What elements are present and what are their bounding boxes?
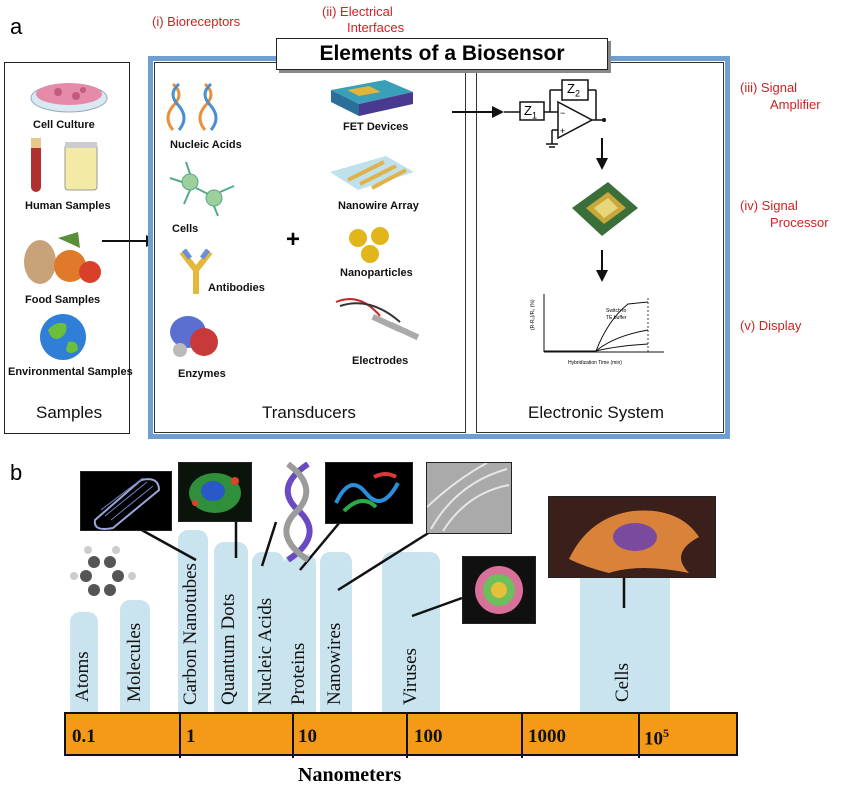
bar-molecules — [120, 600, 150, 712]
bar-nanowires — [320, 552, 352, 712]
panel-a-letter: a — [10, 14, 23, 39]
svg-text:−: − — [560, 108, 565, 118]
nucleic-acids-icon — [166, 82, 218, 131]
tick-0.1: 0.1 — [72, 726, 96, 747]
tick-10: 10 — [298, 726, 317, 747]
stage-electrical-1: (ii) Electrical — [322, 4, 393, 19]
z2-letter: Z — [567, 81, 575, 96]
enzymes-icon — [170, 316, 218, 357]
tick-10-base: 10 — [644, 728, 663, 750]
interface-electrodes: Electrodes — [352, 355, 409, 367]
tick-1000: 1000 — [528, 726, 566, 747]
stage-amplifier-2: Amplifier — [770, 97, 821, 112]
globe-icon — [40, 314, 86, 360]
scale-divider — [521, 714, 523, 758]
tick-exponent: 5 — [663, 726, 669, 740]
z1-subscript: 1 — [531, 110, 537, 121]
sample-food: Food Samples — [25, 294, 101, 306]
tick-1: 1 — [186, 726, 196, 747]
stage-amplifier-1: (iii) Signal — [740, 80, 798, 95]
amplifier-circuit-icon: − + — [504, 79, 606, 148]
bar-quantum-dots — [214, 542, 248, 712]
processor-chip-icon — [572, 182, 638, 236]
scale-divider — [638, 714, 640, 758]
bar-viruses — [382, 552, 440, 712]
nanowire-image — [426, 462, 512, 534]
stage-processor-1: (iv) Signal — [740, 198, 798, 213]
arrow-to-display — [596, 250, 608, 282]
chart-note-1: Switch to — [606, 308, 627, 314]
interface-nanoparticles: Nanoparticles — [340, 267, 413, 279]
sample-cell-culture: Cell Culture — [33, 119, 95, 131]
biosensor-title: Elements of a Biosensor — [276, 38, 608, 70]
panel-a: a (i) Bioreceptors (ii) Electrical Inter… — [4, 4, 829, 439]
stage-electrical-2: Interfaces — [347, 20, 405, 35]
electrodes-icon — [335, 298, 420, 341]
arrow-to-amplifier — [452, 106, 504, 118]
cells-icon — [169, 161, 235, 217]
fet-device-icon — [331, 80, 413, 116]
z2-label: Z2 — [567, 81, 580, 99]
cell-culture-icon — [30, 83, 108, 113]
interface-fet: FET Devices — [343, 121, 409, 133]
bioreceptor-antibodies: Antibodies — [208, 282, 265, 294]
svg-text:+: + — [560, 126, 565, 136]
scale-divider — [179, 714, 181, 758]
virus-image — [462, 556, 536, 624]
nanowire-array-icon — [330, 156, 414, 190]
samples-heading: Samples — [36, 403, 103, 422]
antibodies-icon — [179, 248, 213, 294]
samples-box — [4, 62, 130, 434]
stage-bioreceptors: (i) Bioreceptors — [152, 14, 241, 29]
scale-bar: 0.1 1 10 100 1000 105 — [64, 712, 738, 758]
bioreceptor-nucleic-acids: Nucleic Acids — [170, 139, 242, 151]
chart-note-2: TE buffer — [606, 315, 627, 321]
protein-structure-image — [325, 462, 413, 524]
tick-100: 100 — [414, 726, 443, 747]
transducers-heading: Transducers — [262, 403, 356, 422]
scale-divider — [406, 714, 408, 758]
display-chart-icon — [543, 294, 664, 353]
bar-proteins — [284, 554, 316, 712]
connector-lines — [137, 509, 626, 618]
interface-nanowire: Nanowire Array — [338, 200, 419, 212]
stage-processor-2: Processor — [770, 215, 829, 230]
tick-10-5: 105 — [644, 726, 669, 750]
arrow-to-processor — [596, 138, 608, 170]
human-samples-icon — [31, 138, 98, 192]
cell-image — [548, 496, 716, 578]
benzene-molecule-icon — [70, 546, 136, 596]
quantum-dot-cell-image — [178, 462, 252, 522]
stage-display: (v) Display — [740, 318, 802, 333]
plus-sign: + — [286, 226, 301, 253]
bar-carbon-nanotubes — [178, 530, 208, 712]
electronic-heading: Electronic System — [528, 403, 665, 422]
chart-xlabel: Hybridization Time (min) — [568, 360, 622, 366]
carbon-nanotube-image — [80, 471, 172, 531]
food-samples-icon — [24, 232, 101, 284]
bar-atoms — [70, 612, 98, 712]
scale-divider — [292, 714, 294, 758]
nanoparticles-icon — [349, 227, 389, 263]
z2-subscript: 2 — [574, 88, 580, 99]
bioreceptor-cells: Cells — [172, 223, 199, 235]
dna-helix-image — [283, 462, 313, 562]
z1-letter: Z — [524, 103, 532, 118]
z1-label: Z1 — [524, 103, 537, 121]
sample-environmental: Environmental Samples — [8, 366, 133, 378]
bar-nucleic-acids — [252, 552, 284, 712]
axis-label-nanometers: Nanometers — [298, 764, 402, 786]
bioreceptor-enzymes: Enzymes — [178, 368, 226, 380]
biosensor-frame — [148, 56, 730, 439]
panel-b-letter: b — [10, 460, 23, 485]
sample-human: Human Samples — [25, 200, 111, 212]
